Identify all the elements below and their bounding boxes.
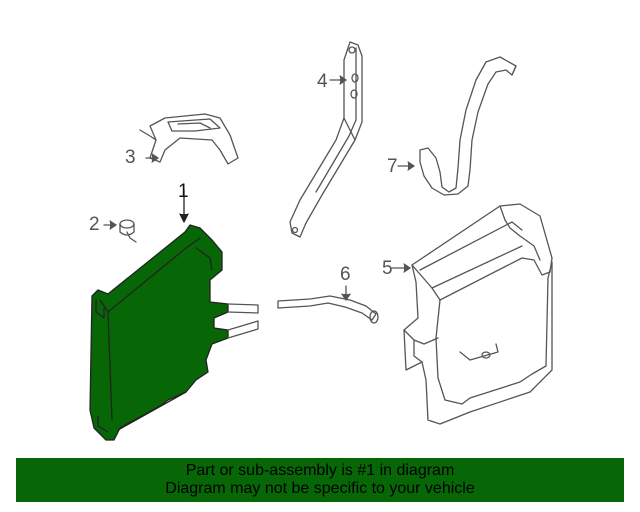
- callout-4: 4: [317, 71, 328, 92]
- footer-banner: Part or sub-assembly is #1 in diagram Di…: [16, 458, 624, 502]
- bolt-part: [103, 219, 137, 243]
- upper-hose-part: [397, 56, 517, 196]
- callout-2: 2: [89, 214, 100, 235]
- callout-5: 5: [382, 258, 393, 279]
- lower-hose-part: [277, 285, 379, 324]
- parts-diagram: [89, 41, 553, 441]
- callout-3: 3: [125, 147, 136, 168]
- oil-cooler-part: [89, 189, 259, 441]
- bracket-part: [289, 41, 363, 238]
- callout-7: 7: [387, 156, 398, 177]
- housing-part: [391, 203, 553, 425]
- footer-line-2: Diagram may not be specific to your vehi…: [165, 480, 475, 497]
- footer-line-1: Part or sub-assembly is #1 in diagram: [185, 462, 455, 479]
- callout-6: 6: [340, 264, 351, 285]
- clamp-part: [139, 113, 239, 165]
- callout-1: 1: [178, 181, 189, 202]
